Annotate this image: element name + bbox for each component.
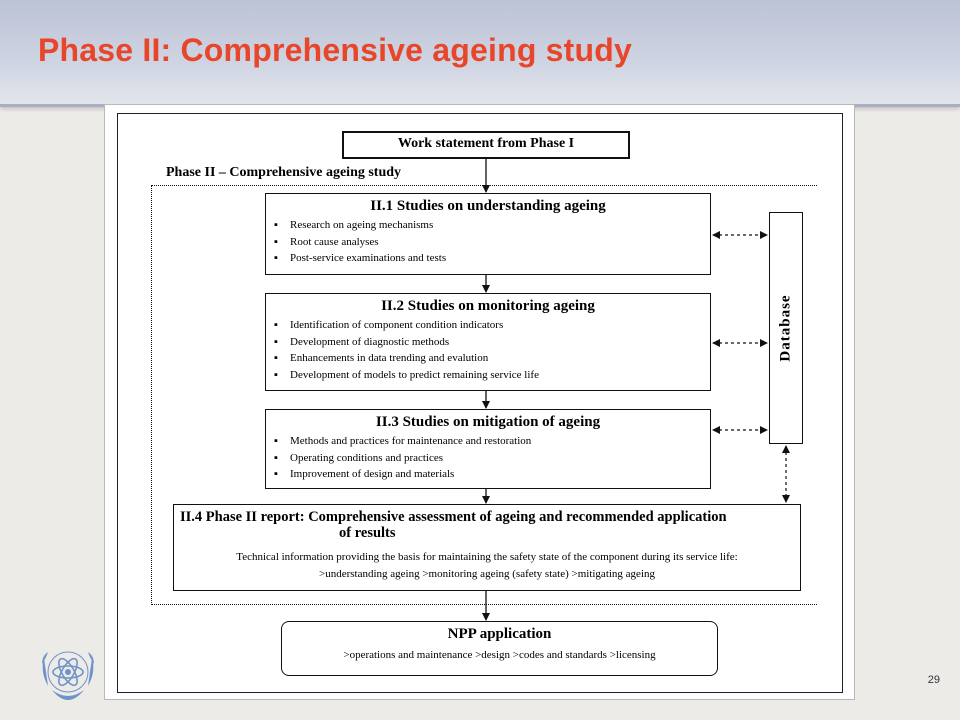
report-box: II.4 Phase II report: Comprehensive asse… [173,504,801,591]
list-item: Enhancements in data trending and evalut… [274,350,710,367]
box-title: II.1 Studies on understanding ageing [370,198,606,214]
organization-emblem-icon [42,651,94,700]
work-statement-box: Work statement from Phase I [342,131,630,159]
npp-title: NPP application [447,626,552,642]
list-item: Development of diagnostic methods [274,334,710,351]
box-understanding-ageing: II.1 Studies on understanding ageing Res… [265,193,711,275]
report-title-continued: of results [339,525,396,541]
list-item: Operating conditions and practices [274,450,710,467]
list-item: Methods and practices for maintenance an… [274,433,710,450]
diagram-frame: Phase II – Comprehensive ageing study Wo… [104,104,855,700]
list-item: Root cause analyses [274,234,710,251]
page-number: 29 [927,674,940,686]
report-items: >understanding ageing >monitoring ageing… [319,568,655,580]
box-monitoring-ageing: II.2 Studies on monitoring ageing Identi… [265,293,711,391]
bullet-list: Identification of component condition in… [266,317,710,383]
slide-title: Phase II: Comprehensive ageing study [38,32,633,68]
box-mitigation-ageing: II.3 Studies on mitigation of ageing Met… [265,409,711,489]
npp-items: >operations and maintenance >design >cod… [343,649,656,661]
list-item: Improvement of design and materials [274,466,710,483]
box-title: II.3 Studies on mitigation of ageing [375,414,601,430]
diagram-border: Phase II – Comprehensive ageing study Wo… [117,113,843,693]
phase-label: Phase II – Comprehensive ageing study [166,165,406,181]
box-title: II.2 Studies on monitoring ageing [381,298,595,314]
list-item: Research on ageing mechanisms [274,217,710,234]
report-title: II.4 Phase II report: Comprehensive asse… [180,509,727,525]
bullet-list: Research on ageing mechanisms Root cause… [266,217,710,267]
report-description: Technical information providing the basi… [236,551,738,563]
list-item: Post-service examinations and tests [274,250,710,267]
database-box: Database [769,212,803,444]
connector-arrows [482,159,790,621]
bullet-list: Methods and practices for maintenance an… [266,433,710,483]
list-item: Identification of component condition in… [274,317,710,334]
npp-application-box: NPP application >operations and maintena… [281,621,718,676]
list-item: Development of models to predict remaini… [274,367,710,384]
